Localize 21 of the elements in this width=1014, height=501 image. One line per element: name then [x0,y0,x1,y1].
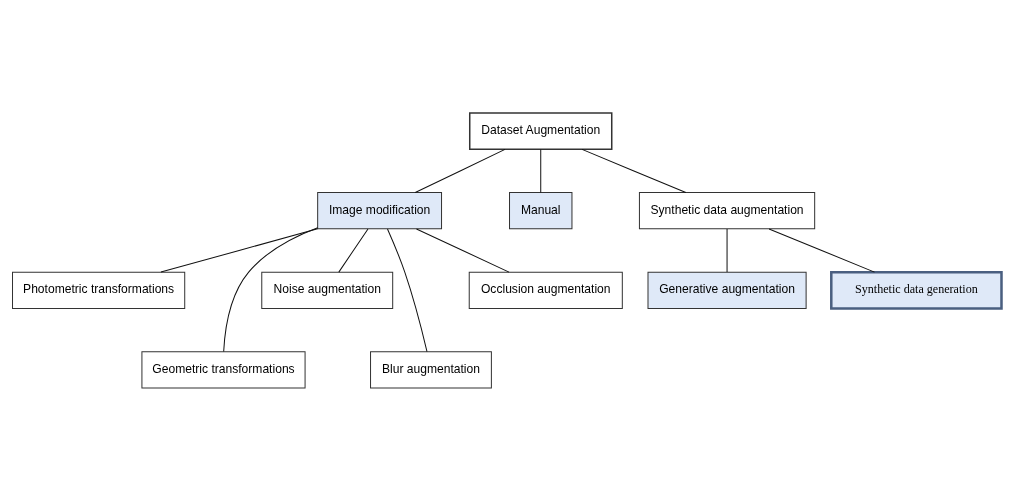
node-box: Synthetic data generation [830,270,1003,310]
node-box: Synthetic data augmentation [638,192,816,230]
node-box: Image modification [317,192,443,230]
connector [415,228,510,273]
connector [387,228,428,352]
node-box: Generative augmentation [647,271,807,309]
node-box: Noise augmentation [261,271,394,309]
node-box: Blur augmentation [370,351,492,389]
node-box: Geometric transformations [141,351,306,389]
connector [540,148,542,194]
node-box: Photometric transformations [12,271,186,309]
connector [414,148,506,194]
node-box: Dataset Augmentation [469,112,613,151]
connector [338,228,369,273]
connector [581,148,687,194]
connector [768,228,875,273]
node-box: Manual [509,192,573,230]
node-box: Occlusion augmentation [468,271,623,309]
connector [160,228,319,273]
connector [223,227,319,352]
connector [726,228,728,273]
